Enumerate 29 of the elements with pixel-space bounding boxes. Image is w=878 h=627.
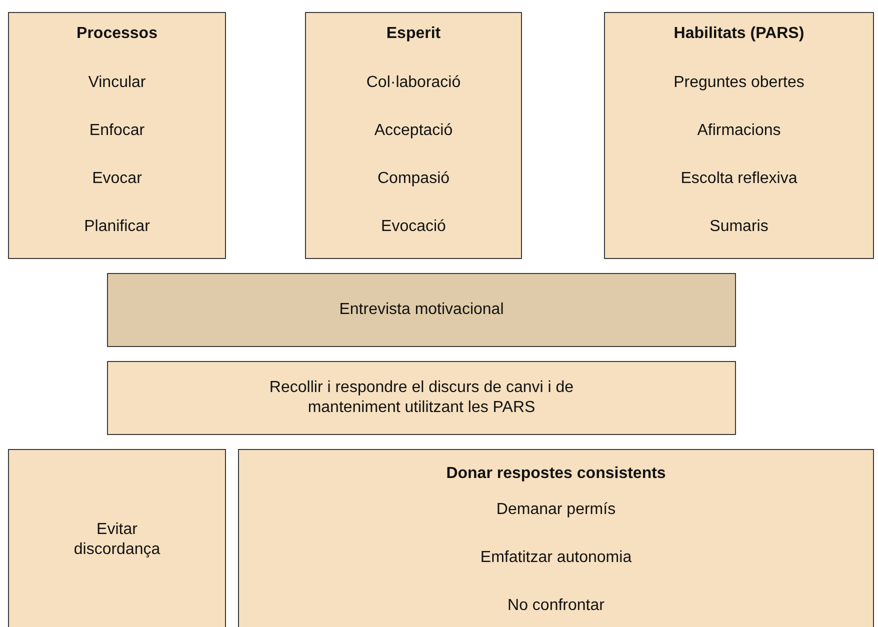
list-item: Evocació [380, 217, 447, 237]
list-item: Enfocar [88, 121, 146, 141]
box-text: Entrevista motivacional [338, 300, 505, 320]
list-item: Evocar [91, 169, 143, 189]
list-item: Sumaris [708, 217, 770, 237]
list-item: Acceptació [373, 121, 454, 141]
list-item: Planificar [83, 217, 151, 237]
list-item: Vincular [87, 73, 147, 93]
text-box [8, 449, 226, 627]
box-heading: Esperit [385, 24, 442, 44]
text-box [8, 12, 226, 259]
list-item: Emfatitzar autonomia [479, 548, 633, 568]
text-box [604, 12, 874, 259]
box-text: Evitar discordança [72, 520, 162, 560]
box-heading: Donar respostes consistents [445, 464, 667, 484]
list-item: Preguntes obertes [672, 73, 806, 93]
list-item: Demanar permís [495, 500, 617, 520]
text-box [238, 449, 874, 627]
list-item: Afirmacions [696, 121, 782, 141]
list-item: Compasió [376, 169, 451, 189]
text-box [107, 361, 736, 435]
list-item: Escolta reflexiva [680, 169, 798, 189]
box-heading: Habilitats (PARS) [672, 24, 806, 44]
text-box [107, 273, 736, 347]
list-item: Col·laboració [365, 73, 462, 93]
text-box [305, 12, 522, 259]
list-item: No confrontar [506, 596, 606, 616]
box-text: Recollir i respondre el discurs de canvi i de manteniment utilitzant les PARS [268, 378, 575, 418]
box-heading: Processos [76, 24, 158, 44]
